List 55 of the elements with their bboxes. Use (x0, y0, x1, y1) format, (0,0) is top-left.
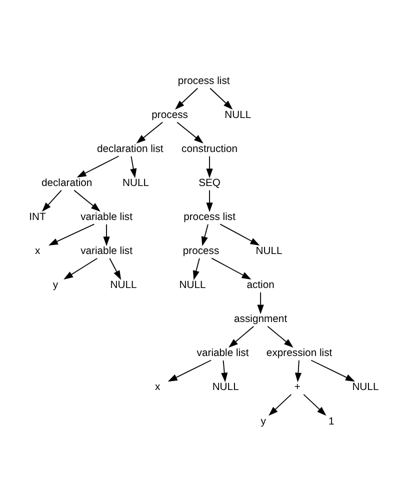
arrow (228, 326, 254, 348)
arrow (211, 258, 252, 280)
node-text: NULL (224, 110, 252, 122)
node-text: + (294, 382, 300, 394)
arrow (257, 292, 264, 314)
node-text: NULL (179, 280, 206, 292)
node-text: process list (178, 76, 230, 88)
arrow (130, 156, 137, 178)
arrow (175, 88, 198, 110)
node-text: process (182, 246, 220, 258)
arrow (201, 224, 208, 246)
node-text: x (154, 382, 160, 394)
arrow (206, 190, 213, 212)
node-text: y (52, 280, 58, 292)
node-text: construction (182, 144, 238, 156)
node-text: NULL (122, 178, 150, 190)
node-text: SEQ (198, 178, 220, 190)
arrow (136, 122, 164, 144)
node-text: variable list (196, 348, 249, 360)
arrow (176, 122, 204, 144)
node-text: declaration (41, 178, 92, 190)
arrow (221, 360, 228, 382)
node-text: INT (29, 212, 46, 224)
node-text: process list (184, 212, 236, 224)
arrow (192, 258, 200, 280)
arrow (206, 156, 213, 178)
node-text: NULL (110, 280, 137, 292)
arrow (48, 224, 95, 246)
arrow (168, 360, 212, 382)
arrow (64, 258, 98, 280)
arrow (220, 224, 260, 246)
node-text: assignment (234, 314, 288, 326)
node-text: y (260, 416, 266, 428)
arrow (267, 326, 294, 348)
node-text: declaration list (96, 144, 164, 156)
node-text: variable list (80, 212, 132, 224)
arrow (303, 394, 326, 416)
node-text: variable list (80, 246, 132, 258)
arrow (76, 156, 120, 178)
node-text: process (152, 110, 188, 122)
node-text: action (246, 280, 274, 292)
node-text: NULL (256, 246, 282, 258)
arrow (310, 360, 356, 382)
arrow (109, 258, 122, 280)
node-text: NULL (212, 382, 239, 394)
node-text: 1 (328, 416, 334, 428)
node-text: NULL (352, 382, 379, 394)
arrow (74, 190, 100, 212)
node-text: expression list (266, 348, 332, 360)
arrow (103, 224, 110, 246)
arrow (294, 360, 302, 382)
arrow (42, 190, 62, 212)
node-text: x (34, 246, 40, 258)
arrow (210, 88, 233, 110)
arrow (268, 394, 292, 416)
